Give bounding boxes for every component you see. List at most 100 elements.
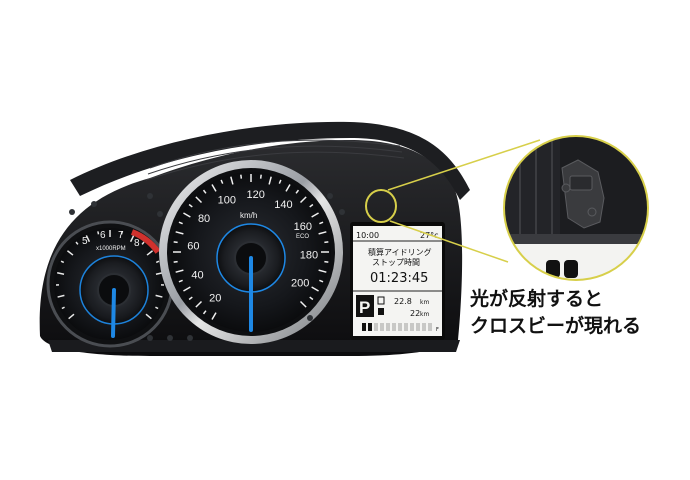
eco-label: ECO (296, 234, 309, 240)
speed-tick-140: 140 (274, 199, 292, 211)
gauge-tick (75, 241, 79, 245)
gauge-tick (68, 313, 75, 320)
callout-zoom-view (504, 136, 648, 280)
gauge-tick (285, 184, 291, 192)
gauge-tick (188, 296, 193, 301)
gauge-tick (311, 212, 319, 218)
fuel-segment (374, 323, 378, 331)
range-value: 22 (410, 309, 420, 318)
fuel-pump-icon (378, 308, 384, 315)
speed-tick-100: 100 (218, 194, 236, 206)
gauge-tick (202, 310, 207, 315)
tach-unit-label: x1000RPM (96, 246, 126, 252)
gauge-tick (85, 235, 91, 243)
gauge-tick (61, 306, 65, 310)
gauge-tick (211, 312, 217, 320)
tach-needle (111, 288, 116, 338)
gauge-tick (240, 174, 243, 179)
gauge-tick (259, 174, 262, 179)
gauge-tick (57, 294, 65, 298)
tach-tick-6: 6 (100, 230, 106, 241)
gauge-tick (155, 306, 159, 310)
caption-line-1: 光が反射すると (470, 288, 604, 310)
gauge-tick (178, 221, 183, 225)
tach-tick-8: 8 (134, 238, 140, 249)
gauge-tick (195, 196, 203, 204)
fuel-segment (422, 323, 426, 331)
gauge-tick (318, 269, 327, 273)
speed-tick-80: 80 (198, 213, 210, 225)
gauge-tick (309, 296, 314, 301)
gauge-tick (145, 313, 152, 320)
fuel-segment (416, 323, 420, 331)
speed-tick-40: 40 (191, 269, 203, 281)
gauge-tick (318, 231, 327, 235)
fuel-gauge (362, 323, 432, 331)
gauge-tick (278, 179, 282, 184)
gauge-tick (230, 176, 234, 185)
fuel-segment (410, 323, 414, 331)
idle-stop-label-2: ストップ時間 (372, 258, 420, 267)
gauge-tick (97, 231, 100, 235)
gauge-tick (175, 269, 184, 273)
display-outside-temp: 27°c (420, 231, 439, 240)
tachometer: 5 6 7 8 x1000RPM (46, 220, 174, 348)
gauge-tick (299, 300, 307, 308)
gauge-tick (183, 212, 191, 218)
gauge-tick (220, 179, 224, 184)
speed-tick-180: 180 (300, 250, 318, 262)
gauge-tick (175, 231, 184, 235)
gauge-tick (319, 279, 324, 283)
speed-tick-20: 20 (209, 293, 221, 305)
gauge-tick (195, 300, 203, 308)
gauge-tick (311, 286, 319, 292)
fuel-segment (428, 323, 432, 331)
gauge-tick (202, 189, 207, 194)
gauge-tick (183, 286, 191, 292)
gauge-tick (129, 235, 135, 243)
gauge-tick (324, 260, 329, 263)
fuel-segment (392, 323, 396, 331)
car-silhouette-icon (561, 159, 605, 229)
speed-tick-160: 160 (294, 221, 312, 233)
gear-indicator: P (359, 298, 370, 317)
warning-lamp-icons (69, 193, 345, 341)
display-clock: 10:00 (356, 231, 379, 240)
fuel-segment (404, 323, 408, 331)
trip-a-unit: km (420, 299, 429, 306)
tach-tick-7: 7 (118, 230, 124, 241)
gauge-tick (295, 189, 300, 194)
fuel-segment (362, 323, 366, 331)
fuel-segment (380, 323, 384, 331)
idle-stop-time: 01:23:45 (370, 271, 428, 286)
speed-tick-200: 200 (291, 278, 309, 290)
fuel-segment (368, 323, 372, 331)
callout-zoom-ring (503, 135, 649, 281)
tach-redline (130, 229, 161, 254)
gauge-tick (57, 272, 65, 275)
fuel-full-label: F (436, 327, 439, 333)
gauge-tick (324, 241, 329, 244)
gauge-tick (141, 241, 145, 245)
multi-info-display: 10:00 27°c 積算アイドリング ストップ時間 01:23:45 P 22… (350, 222, 445, 340)
range-unit: km (420, 311, 429, 318)
gauge-tick (299, 196, 307, 204)
gauge-tick (66, 250, 74, 256)
gauge-tick (211, 184, 217, 192)
gauge-tick (178, 279, 183, 283)
fuel-segment (398, 323, 402, 331)
gauge-tick (268, 176, 272, 185)
gauge-tick (309, 203, 314, 208)
gauge-tick (155, 260, 160, 264)
gauge-tick (319, 221, 324, 225)
tach-tick-5: 5 (82, 236, 88, 247)
gauge-tick (188, 203, 193, 208)
caption: 光が反射すると クロスビーが現れる (470, 286, 670, 340)
gauge-tick (173, 260, 178, 263)
speed-tick-120: 120 (247, 189, 265, 201)
idle-stop-label-1: 積算アイドリング (368, 247, 432, 257)
trip-a-value: 22.8 (394, 297, 412, 306)
gauge-tick (155, 294, 163, 298)
